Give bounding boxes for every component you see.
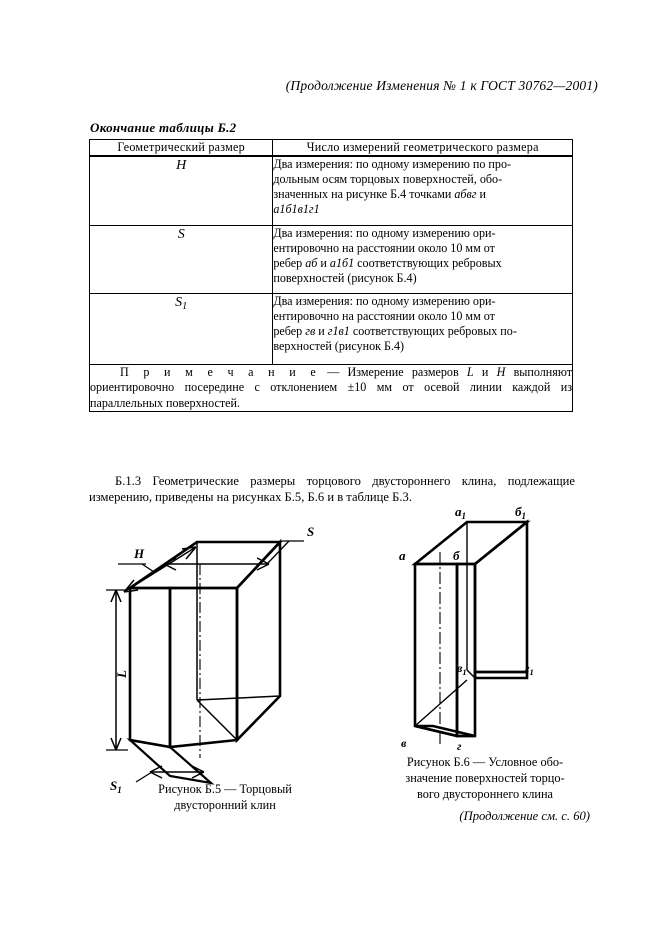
paragraph-b13: Б.1.3 Геометрические размеры торцового д… [89,474,575,505]
continuation-note: (Продолжение см. с. 60) [459,809,590,823]
figure-b5: S H L [104,500,359,795]
desc-line: ребер аб и а1б1 соответствующих ребровых [273,255,502,270]
desc-line: ентировочно на расстоянии около 10 мм от [273,240,495,255]
desc-line: ентировочно на расстоянии около 10 мм от [273,308,495,323]
figure-b6: а1 б1 а б в1 г1 в г [395,500,610,760]
solid-base-right [473,670,529,680]
figure-b6-caption: Рисунок Б.6 — Условное обо- значение пов… [370,755,600,803]
figure-b6-caption-line3: вого двустороннего клина [416,786,554,801]
row-symbol-h: H [88,154,274,226]
figure-b5-caption-line1: Рисунок Б.5 — Торцовый [158,782,292,796]
dimension-l [106,589,128,751]
running-head: (Продолжение Изменения № 1 к ГОСТ 30762—… [285,78,598,93]
figure-b5-caption-line2: двусторонний клин [174,797,276,812]
desc-line: поверхностей (рисунок Б.4) [273,270,417,285]
note-text-mid: и [473,364,497,379]
table-row: S Два измерения: по одному измерению ори… [88,224,573,294]
solid-right-face [473,519,529,674]
measurements-table: Геометрический размер Число измерений ге… [88,138,573,413]
figure-b6-caption-line2: значение поверхностей торцо- [405,770,565,785]
desc-line: значенных на рисунке Б.4 точками абвг и [273,186,486,201]
vertex-label-b: б [453,548,460,563]
solid-front-face [455,562,477,738]
vertex-label-a1: а1 [455,504,466,521]
desc-line: Два измерения: по одному измерению ори- [273,293,496,308]
vertex-label-v1: в1 [457,661,467,677]
desc-line: Два измерения: по одному измерению по пр… [273,156,512,171]
desc-line: Два измерения: по одному измерению ори- [273,225,496,240]
table-note: П р и м е ч а н и е — Измерение размеров… [89,363,573,413]
vertex-label-g1: г1 [525,661,534,677]
column-header-measurement-count: Число измерений геометрического размера [272,138,573,157]
note-text-post: выполняют ориентировочно посередине с от… [90,364,573,410]
desc-line: дольным осям торцовых поверхностей, обо- [273,171,503,186]
dimension-s1 [135,765,205,783]
figure-b5-caption: Рисунок Б.5 — Торцовый двусторонний клин [95,782,355,814]
dimension-label-s1-sub: 1 [117,785,122,795]
dimension-label-h: H [133,546,145,561]
figure-b6-caption-line1: Рисунок Б.6 — Условное обо- [406,755,564,769]
note-label: П р и м е ч а н и е [120,364,319,379]
vertex-label-b1: б1 [515,504,526,521]
row-description-s1: Два измерения: по одному измерению ори- … [272,292,573,365]
solid-left-face [413,562,459,738]
table-header-row: Геометрический размер Число измерений ге… [88,138,573,157]
figure-b5-drawing: S H L [106,524,314,795]
row-symbol-s1: S1 [88,292,274,365]
row-description-s: Два измерения: по одному измерению ори- … [272,224,573,294]
row-description-h: Два измерения: по одному измерению по пр… [272,154,573,226]
vertex-label-v: в [401,736,407,750]
desc-line: а1б1в1г1 [273,201,320,216]
table-caption: Окончание таблицы Б.2 [90,120,237,135]
wedge-front-face [168,586,239,749]
solid-top-face [411,520,531,566]
solid-hidden-edge-2 [466,669,476,679]
dimension-s [163,540,304,571]
wedge-base-face [126,738,215,785]
column-header-geometric-size: Геометрический размер [88,138,274,157]
wedge-back-edge-3 [196,695,281,701]
desc-line: ребер гв и г1в1 соответствующих ребровых… [273,323,517,338]
wedge-front-left-face [128,586,172,749]
vertex-label-g: г [457,739,462,753]
dimension-h [118,546,197,593]
dimension-label-l: L [114,670,129,679]
note-text-pre: Измерение размеров [347,364,467,379]
desc-line: верхностей (рисунок Б.4) [273,338,405,353]
dimension-label-s1: S1 [110,778,122,795]
note-symbol-h: H [496,364,506,379]
dimension-label-s: S [307,524,314,539]
wedge-back-edge-2 [196,699,238,741]
note-symbol-l: L [466,364,474,379]
note-dash: — [318,364,348,379]
table-row: H Два измерения: по одному измерению по … [88,154,573,226]
solid-bottom-face [414,724,476,738]
table-note-row: П р и м е ч а н и е — Измерение размеров… [89,363,573,413]
wedge-right-face [235,538,282,744]
figure-b6-drawing: а1 б1 а б в1 г1 в г [399,504,534,753]
table-row: S1 Два измерения: по одному измерению ор… [88,292,573,365]
vertex-label-a: а [399,548,406,563]
row-symbol-s: S [88,224,274,294]
solid-hidden-edge-3 [414,679,468,727]
